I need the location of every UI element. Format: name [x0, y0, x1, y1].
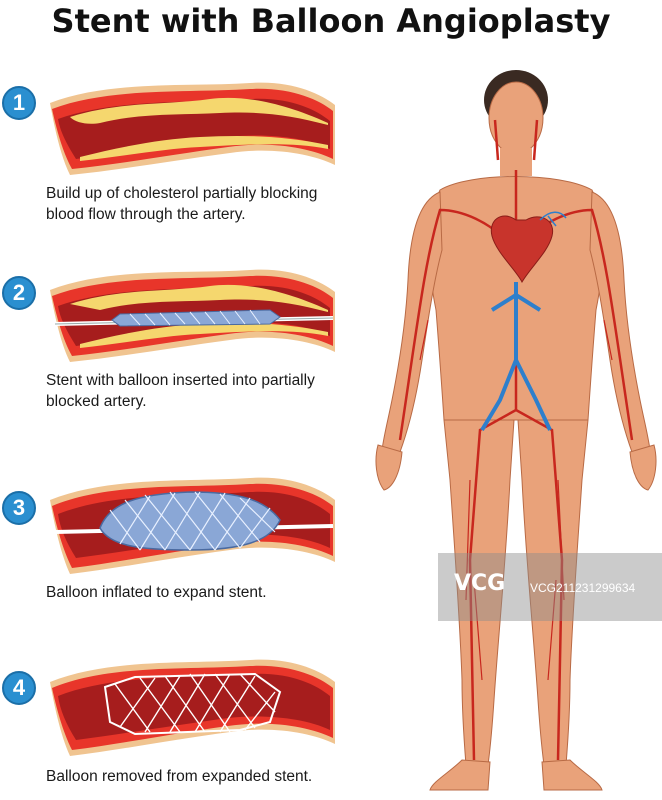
step-1-badge: 1: [2, 86, 36, 120]
watermark-id: VCG211231299634: [530, 581, 636, 595]
step-3-badge: 3: [2, 491, 36, 525]
step-3-caption-line-1: Balloon inflated to expand stent.: [46, 584, 267, 601]
step-4-badge: 4: [2, 671, 36, 705]
human-body-illustration: [375, 70, 657, 791]
step-1-caption-line-2: blood flow through the artery.: [46, 206, 246, 223]
step-2-badge: 2: [2, 276, 36, 310]
step-2-caption-line-2: blocked artery.: [46, 393, 147, 410]
step-3-caption: Balloon inflated to expand stent.: [46, 582, 366, 603]
watermark-logo: VCG: [454, 571, 506, 596]
step-4-caption-line-1: Balloon removed from expanded stent.: [46, 768, 313, 785]
step-2-caption: Stent with balloon inserted into partial…: [46, 370, 366, 412]
artery-step-1: [50, 82, 335, 175]
page-title: Stent with Balloon Angioplasty: [51, 2, 611, 40]
step-4-caption: Balloon removed from expanded stent.: [46, 766, 366, 787]
artery-step-4: [50, 659, 335, 756]
step-1-caption-line-1: Build up of cholesterol partially blocki…: [46, 185, 318, 202]
step-1-caption: Build up of cholesterol partially blocki…: [46, 183, 366, 225]
watermark: VCG VCG211231299634: [438, 553, 662, 621]
step-2-caption-line-1: Stent with balloon inserted into partial…: [46, 372, 315, 389]
artery-step-3: [50, 477, 335, 574]
artery-step-2: [50, 269, 335, 362]
